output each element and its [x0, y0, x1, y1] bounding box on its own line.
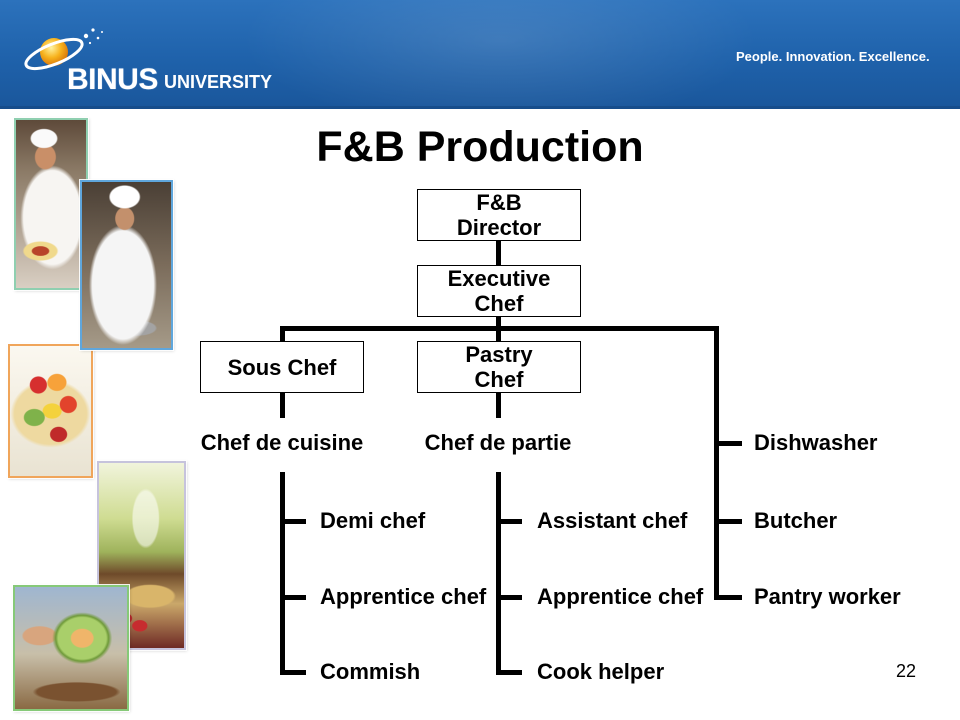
connector-main-horizontal: [280, 326, 719, 331]
connector-to-sous-chef: [280, 326, 285, 341]
connector-tick: [714, 595, 742, 600]
chef-portrait-photo: [14, 118, 88, 290]
logo-orbit: [24, 37, 84, 71]
slide-header-banner: BINUS UNIVERSITY People. Innovation. Exc…: [0, 0, 960, 109]
org-node-cook-helper: Cook helper: [537, 659, 665, 684]
org-node-pantry-worker: Pantry worker: [754, 584, 901, 609]
org-node-label: Executive Chef: [447, 266, 551, 316]
org-node-pastry-chef: Pastry Chef: [417, 341, 581, 393]
org-node-label: Sous Chef: [227, 354, 337, 380]
connector-sous-to-cuisine: [280, 393, 285, 418]
melon-carving-photo: [13, 585, 129, 711]
connector-tick: [280, 519, 306, 524]
logo-sparkle: [83, 33, 89, 39]
connector-tick: [496, 595, 522, 600]
org-node-assistant-chef: Assistant chef: [537, 508, 688, 533]
dessert-drink-photo: [97, 461, 186, 650]
connector-tick: [496, 670, 522, 675]
header-tagline: People. Innovation. Excellence.: [736, 49, 930, 64]
connector-pastry-to-partie: [496, 393, 501, 418]
org-node-dishwasher: Dishwasher: [754, 430, 878, 455]
connector-partie-vertical: [496, 472, 501, 675]
org-node-butcher: Butcher: [754, 508, 838, 533]
logo-sparkle: [96, 36, 100, 40]
connector-director-executive: [496, 241, 501, 265]
org-node-director: F&B Director: [417, 189, 581, 241]
fruit-platter-photo: [8, 344, 93, 478]
header-glow: [240, 0, 760, 106]
org-node-apprentice-chef: Apprentice chef: [320, 584, 487, 609]
connector-tick: [280, 670, 306, 675]
logo-sparkle: [88, 41, 92, 45]
org-node-chef-de-partie: Chef de partie: [424, 430, 572, 455]
org-node-executive-chef: Executive Chef: [417, 265, 581, 317]
logo-wordmark: BINUS: [67, 63, 158, 96]
logo-sparkle: [101, 31, 103, 33]
connector-tick: [496, 519, 522, 524]
connector-cuisine-vertical: [280, 472, 285, 675]
chef-cooking-photo: [80, 180, 173, 350]
org-node-chef-de-cuisine: Chef de cuisine: [200, 430, 364, 455]
org-node-sous-chef: Sous Chef: [200, 341, 364, 393]
connector-right-vertical: [714, 326, 719, 600]
connector-tick: [714, 441, 742, 446]
connector-tick: [280, 595, 306, 600]
org-node-label: F&B Director: [456, 190, 542, 240]
org-node-demi-chef: Demi chef: [320, 508, 426, 533]
slide-title: F&B Production: [316, 123, 644, 171]
org-node-commish: Commish: [320, 659, 421, 684]
org-node-label: Pastry Chef: [465, 342, 533, 392]
page-number: 22: [896, 661, 917, 681]
org-node-apprentice-chef: Apprentice chef: [537, 584, 704, 609]
logo-subtitle: UNIVERSITY: [164, 72, 273, 92]
logo-sparkle: [91, 28, 95, 32]
connector-tick: [714, 519, 742, 524]
globe-orbit-icon: [24, 28, 103, 71]
